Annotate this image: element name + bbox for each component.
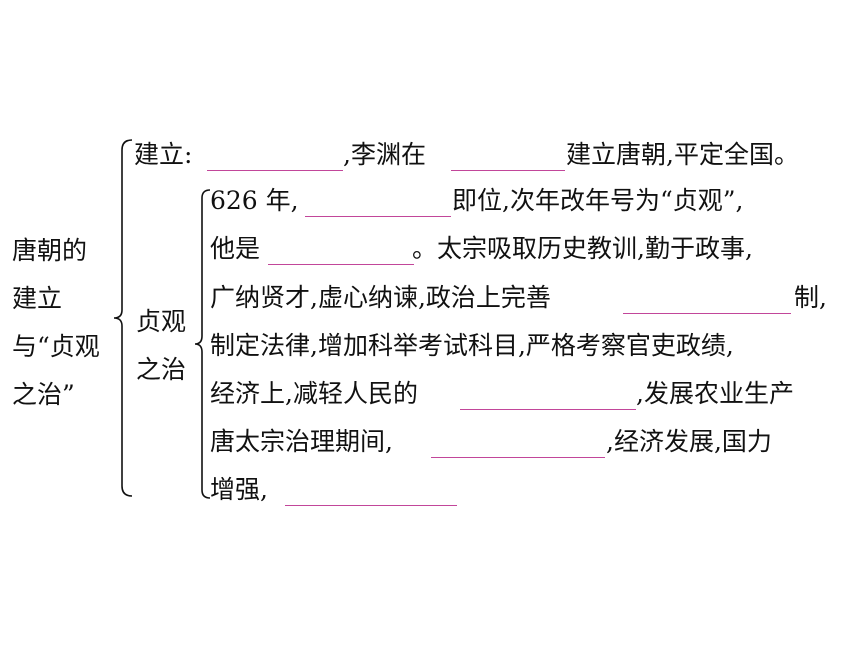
zhenguan-line3-suffix: 制, bbox=[794, 283, 827, 312]
topic-line-1: 唐朝的 bbox=[12, 236, 88, 265]
blank-founding-time[interactable] bbox=[207, 170, 343, 171]
zhenguan-label-2: 之治 bbox=[136, 355, 187, 384]
zhenguan-label-1: 贞观 bbox=[136, 307, 187, 336]
zhenguan-line7-prefix: 增强, bbox=[210, 475, 268, 504]
blank-political-state[interactable] bbox=[431, 457, 605, 458]
founding-suffix: 建立唐朝,平定全国。 bbox=[566, 140, 799, 169]
topic-line-2: 建立 bbox=[12, 284, 63, 313]
zhenguan-line1-suffix: 即位,次年改年号为“贞观”, bbox=[452, 186, 744, 215]
zhenguan-line1-prefix: 626 年, bbox=[210, 186, 299, 215]
topic-line-3: 与“贞观 bbox=[12, 332, 100, 361]
blank-economic-burden[interactable] bbox=[460, 409, 636, 410]
zhenguan-line6-prefix: 唐太宗治理期间, bbox=[210, 427, 393, 456]
zhenguan-line5-prefix: 经济上,减轻人民的 bbox=[210, 379, 418, 408]
blank-emperor-title[interactable] bbox=[268, 264, 414, 265]
zhenguan-line5-suffix: ,发展农业生产 bbox=[636, 379, 794, 408]
topic-line-4: 之治” bbox=[12, 380, 75, 409]
blank-emperor-name[interactable] bbox=[305, 216, 451, 217]
zhenguan-line2-prefix: 他是 bbox=[210, 234, 261, 263]
founding-mid: ,李渊在 bbox=[343, 140, 426, 169]
blank-founding-place[interactable] bbox=[451, 170, 565, 171]
zhenguan-line4: 制定法律,增加科举考试科目,严格考察官吏政绩, bbox=[210, 331, 734, 360]
zhenguan-line3-prefix: 广纳贤才,虚心纳谏,政治上完善 bbox=[210, 283, 551, 312]
blank-historical-term[interactable] bbox=[285, 505, 457, 506]
founding-prefix: 建立: bbox=[134, 140, 193, 169]
main-brace bbox=[113, 139, 133, 497]
sub-brace bbox=[194, 189, 211, 499]
zhenguan-line2-suffix: 。太宗吸取历史教训,勤于政事, bbox=[412, 234, 753, 263]
zhenguan-line6-suffix: ,经济发展,国力 bbox=[606, 427, 772, 456]
blank-political-system[interactable] bbox=[623, 313, 791, 314]
